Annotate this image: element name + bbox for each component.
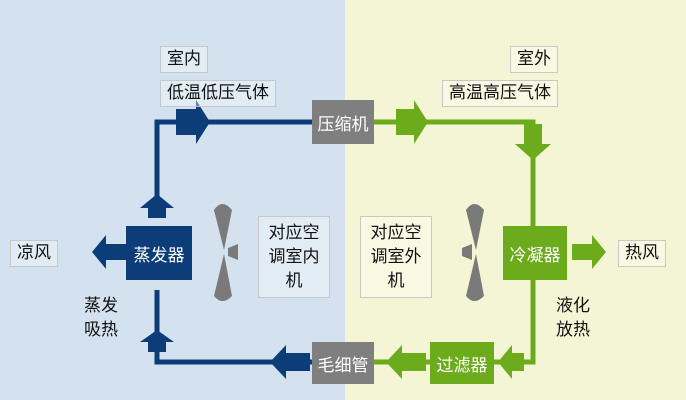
green-arrow-left-right — [498, 345, 524, 379]
low-temp-low-pressure-label: 低温低压气体 — [160, 80, 276, 107]
green-arrow-hot-out — [572, 235, 606, 269]
blue-arrow-up-top — [140, 194, 174, 218]
blue-pipe-top — [154, 119, 312, 202]
high-temp-high-pressure-label: 高温高压气体 — [442, 80, 558, 107]
blue-arrow-left-bottom — [270, 345, 310, 379]
outdoor-region — [345, 0, 686, 400]
outdoor-unit-line-2: 调室外 — [370, 247, 422, 267]
outdoor-unit-line-1: 对应空 — [370, 223, 422, 243]
green-arrow-down — [515, 124, 551, 160]
indoor-unit-label: 对应空 调室内 机 — [258, 216, 330, 298]
blue-arrow-right — [176, 100, 210, 144]
liquefy-release-label: 液化 放热 — [556, 294, 590, 342]
outdoor-label: 室外 — [510, 46, 558, 73]
filter-box: 过滤器 — [430, 342, 494, 384]
outdoor-fan-icon — [462, 204, 484, 301]
green-pipe-bottom — [494, 280, 536, 365]
indoor-unit-line-1: 对应空 — [268, 223, 320, 243]
indoor-fan-icon — [214, 204, 238, 301]
blue-arrow-cool-out — [92, 235, 126, 269]
hot-air-label: 热风 — [618, 240, 666, 267]
cool-air-label: 凉风 — [10, 240, 58, 267]
evaporate-line: 蒸发 — [84, 296, 118, 316]
condenser-box: 冷凝器 — [503, 226, 567, 280]
indoor-label: 室内 — [160, 46, 208, 73]
compressor-box: 压缩机 — [312, 100, 374, 144]
green-arrow-right — [396, 100, 428, 144]
green-arrow-left-mid — [386, 345, 426, 379]
indoor-unit-line-3: 机 — [285, 271, 303, 291]
evaporate-absorb-label: 蒸发 吸热 — [84, 294, 118, 342]
evaporator-box: 蒸发器 — [126, 226, 192, 280]
indoor-region — [0, 0, 345, 400]
blue-arrow-up-bottom — [140, 330, 174, 352]
capillary-box: 毛细管 — [312, 342, 374, 384]
absorb-heat-line: 吸热 — [84, 320, 118, 340]
indoor-unit-line-2: 调室内 — [268, 247, 320, 267]
green-pipe-top — [374, 119, 536, 226]
outdoor-unit-label: 对应空 调室外 机 — [360, 216, 432, 298]
outdoor-unit-line-3: 机 — [387, 271, 405, 291]
release-heat-line: 放热 — [556, 320, 590, 340]
liquefy-line: 液化 — [556, 296, 590, 316]
blue-pipe-bottom — [154, 290, 312, 365]
